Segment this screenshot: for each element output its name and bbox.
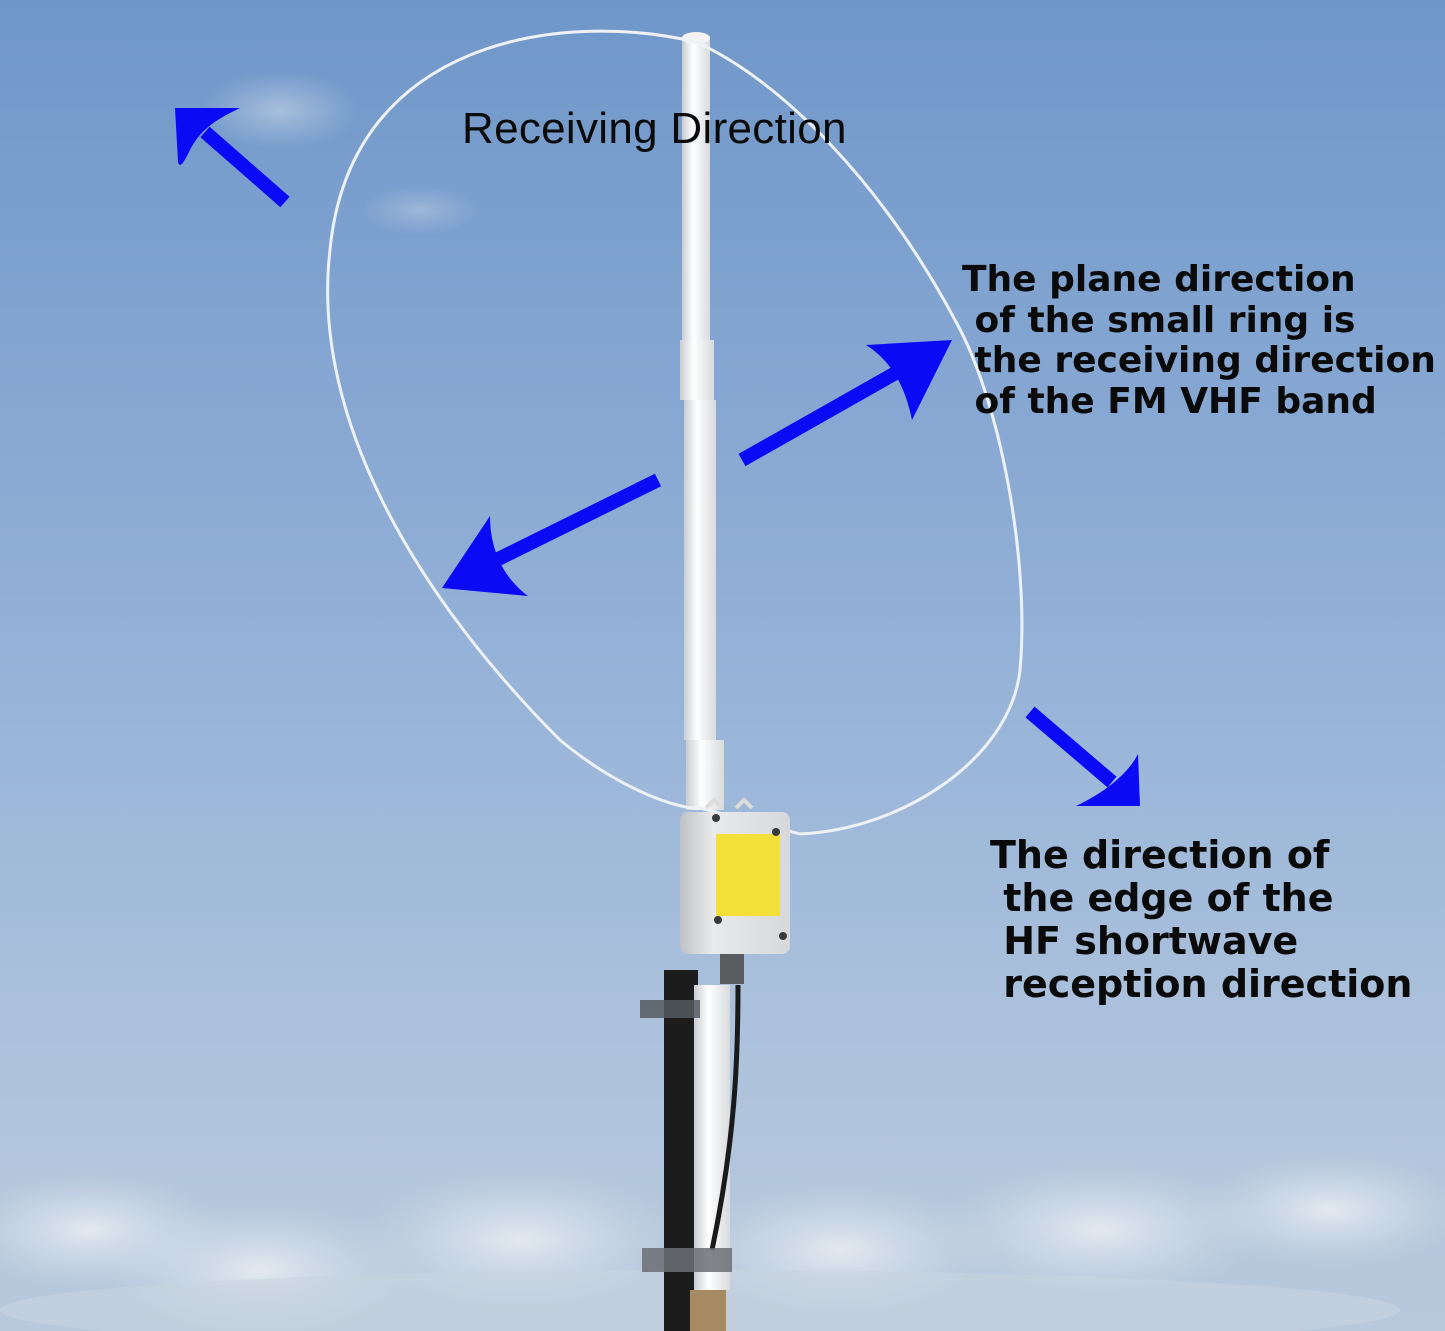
antenna-whip [680, 32, 724, 810]
receiving-direction-title: Receiving Direction [462, 104, 847, 153]
fm-vhf-direction-label: The plane direction of the small ring is… [962, 259, 1436, 423]
hf-shortwave-direction-label: The direction of the edge of the HF shor… [990, 833, 1413, 1006]
loop-ring [326, 29, 1024, 836]
arrow-up-left-icon [175, 108, 290, 208]
mast [640, 970, 741, 1331]
arrow-up-right-icon [738, 340, 952, 467]
junction-box [680, 797, 790, 984]
arrow-down-right-icon [1025, 706, 1140, 806]
arrows [175, 108, 1140, 806]
arrow-down-left-icon [442, 473, 662, 596]
